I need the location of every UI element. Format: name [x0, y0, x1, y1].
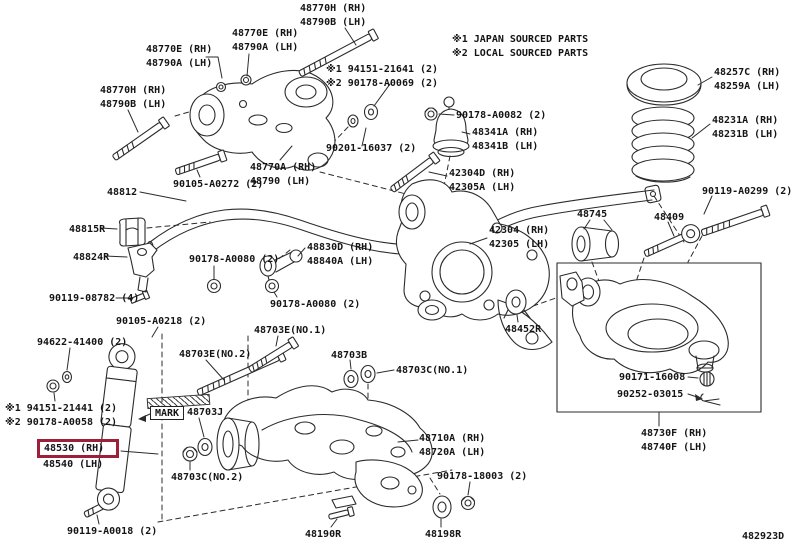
ball-joint-sketch — [432, 96, 470, 158]
callout-90119-08782[interactable]: 90119-08782 (4) — [49, 293, 140, 304]
callout-48745[interactable]: 48745 — [577, 209, 608, 220]
callout-48530-highlighted[interactable]: 48530 (RH) — [44, 443, 105, 454]
callout-48710a[interactable]: 48710A (RH) 48720A (LH) — [419, 433, 486, 458]
mark-tag: MARK — [150, 406, 185, 420]
callout-48540[interactable]: 48540 (LH) — [43, 459, 104, 470]
callout-90171-16008[interactable]: 90171-16008 — [619, 372, 686, 383]
drawing-code: 482923D — [742, 531, 785, 542]
callout-48830d[interactable]: 48830D (RH) 48840A (LH) — [307, 242, 374, 267]
coil-spring-sketch — [626, 63, 702, 183]
callout-90105-a0272[interactable]: 90105-A0272 (2) — [173, 179, 264, 190]
callout-48703c-no1[interactable]: 48703C(NO.1) — [396, 365, 469, 376]
callout-48770h-top[interactable]: 48770H (RH) 48790B (LH) — [300, 3, 367, 28]
damper-48452R-sketch — [503, 289, 531, 319]
shock-absorber-sketch — [95, 343, 138, 511]
callout-94151-21641[interactable]: ※1 94151-21641 (2) ※2 90178-A0069 (2) — [326, 64, 439, 89]
callout-48770e-left[interactable]: 48770E (RH) 48790A (LH) — [146, 44, 213, 69]
callout-48452r[interactable]: 48452R — [505, 324, 542, 335]
knuckle-sketch — [395, 179, 553, 351]
callout-48812[interactable]: 48812 — [107, 187, 138, 198]
callout-90178-a0082[interactable]: 90178-A0082 (2) — [456, 110, 547, 121]
highlighted-part-box — [37, 439, 119, 458]
callout-48770e-mid[interactable]: 48770E (RH) 48790A (LH) — [232, 28, 299, 53]
leader-lines — [53, 27, 713, 528]
sourcing-legend: ※1 JAPAN SOURCED PARTS ※2 LOCAL SOURCED … — [452, 34, 589, 59]
stabilizer-link-sketch — [206, 249, 303, 294]
bolt-sketches — [83, 28, 771, 520]
callout-90178-a0080-a[interactable]: 90178-A0080 (2) — [189, 254, 280, 265]
callout-42304d[interactable]: 42304D (RH) 42305A (LH) — [449, 168, 516, 193]
callout-90178-a0080-b[interactable]: 90178-A0080 (2) — [270, 299, 361, 310]
lower-control-arm1-sketch — [216, 385, 433, 509]
callout-48257c[interactable]: 48257C (RH) 48259A (LH) — [714, 67, 781, 92]
callout-90105-a0218[interactable]: 90105-A0218 (2) — [116, 316, 207, 327]
callout-94622-41400[interactable]: 94622-41400 (2) — [37, 337, 128, 348]
callout-90119-a0018[interactable]: 90119-A0018 (2) — [67, 526, 158, 537]
bottom-fasteners-sketch — [182, 364, 476, 519]
callout-48815r[interactable]: 48815R — [69, 224, 106, 235]
callout-48409[interactable]: 48409 — [654, 212, 685, 223]
callout-48703b[interactable]: 48703B — [331, 350, 368, 361]
bushing-48745-sketch — [571, 226, 620, 262]
callout-48703e-no2[interactable]: 48703E(NO.2) — [179, 349, 252, 360]
callout-90119-a0299[interactable]: 90119-A0299 (2) — [702, 186, 793, 197]
callout-48198r[interactable]: 48198R — [425, 529, 462, 540]
callout-48824r[interactable]: 48824R — [73, 252, 110, 263]
callout-90178-18003[interactable]: 90178-18003 (2) — [437, 471, 528, 482]
callout-48770h-left[interactable]: 48770H (RH) 48790B (LH) — [100, 85, 167, 110]
callout-48703e-no1[interactable]: 48703E(NO.1) — [254, 325, 327, 336]
callout-94151-21441[interactable]: ※1 94151-21441 (2) ※2 90178-A0058 (2) — [5, 403, 118, 428]
callout-90252-03015[interactable]: 90252-03015 — [617, 389, 684, 400]
callout-48703c-no2[interactable]: 48703C(NO.2) — [171, 472, 244, 483]
callout-48190r[interactable]: 48190R — [305, 529, 342, 540]
callout-42304[interactable]: 42304 (RH) 42305 (LH) — [489, 225, 550, 250]
callout-48730f[interactable]: 48730F (RH) 48740F (LH) — [641, 428, 708, 453]
stabilizer-bushing-bracket-sketch — [118, 217, 158, 293]
upper-control-arm-sketch — [189, 69, 336, 171]
lower-control-arm2-box — [556, 262, 762, 413]
callout-48231a[interactable]: 48231A (RH) 48231B (LH) — [712, 115, 779, 140]
callout-90201-16037[interactable]: 90201-16037 (2) — [326, 143, 417, 154]
small-fasteners-sketch — [46, 74, 438, 393]
callout-48341a[interactable]: 48341A (RH) 48341B (LH) — [472, 127, 539, 152]
callout-48703j[interactable]: 48703J — [187, 407, 224, 418]
callout-48770a[interactable]: 48770A (RH) 48790 (LH) — [250, 162, 317, 187]
